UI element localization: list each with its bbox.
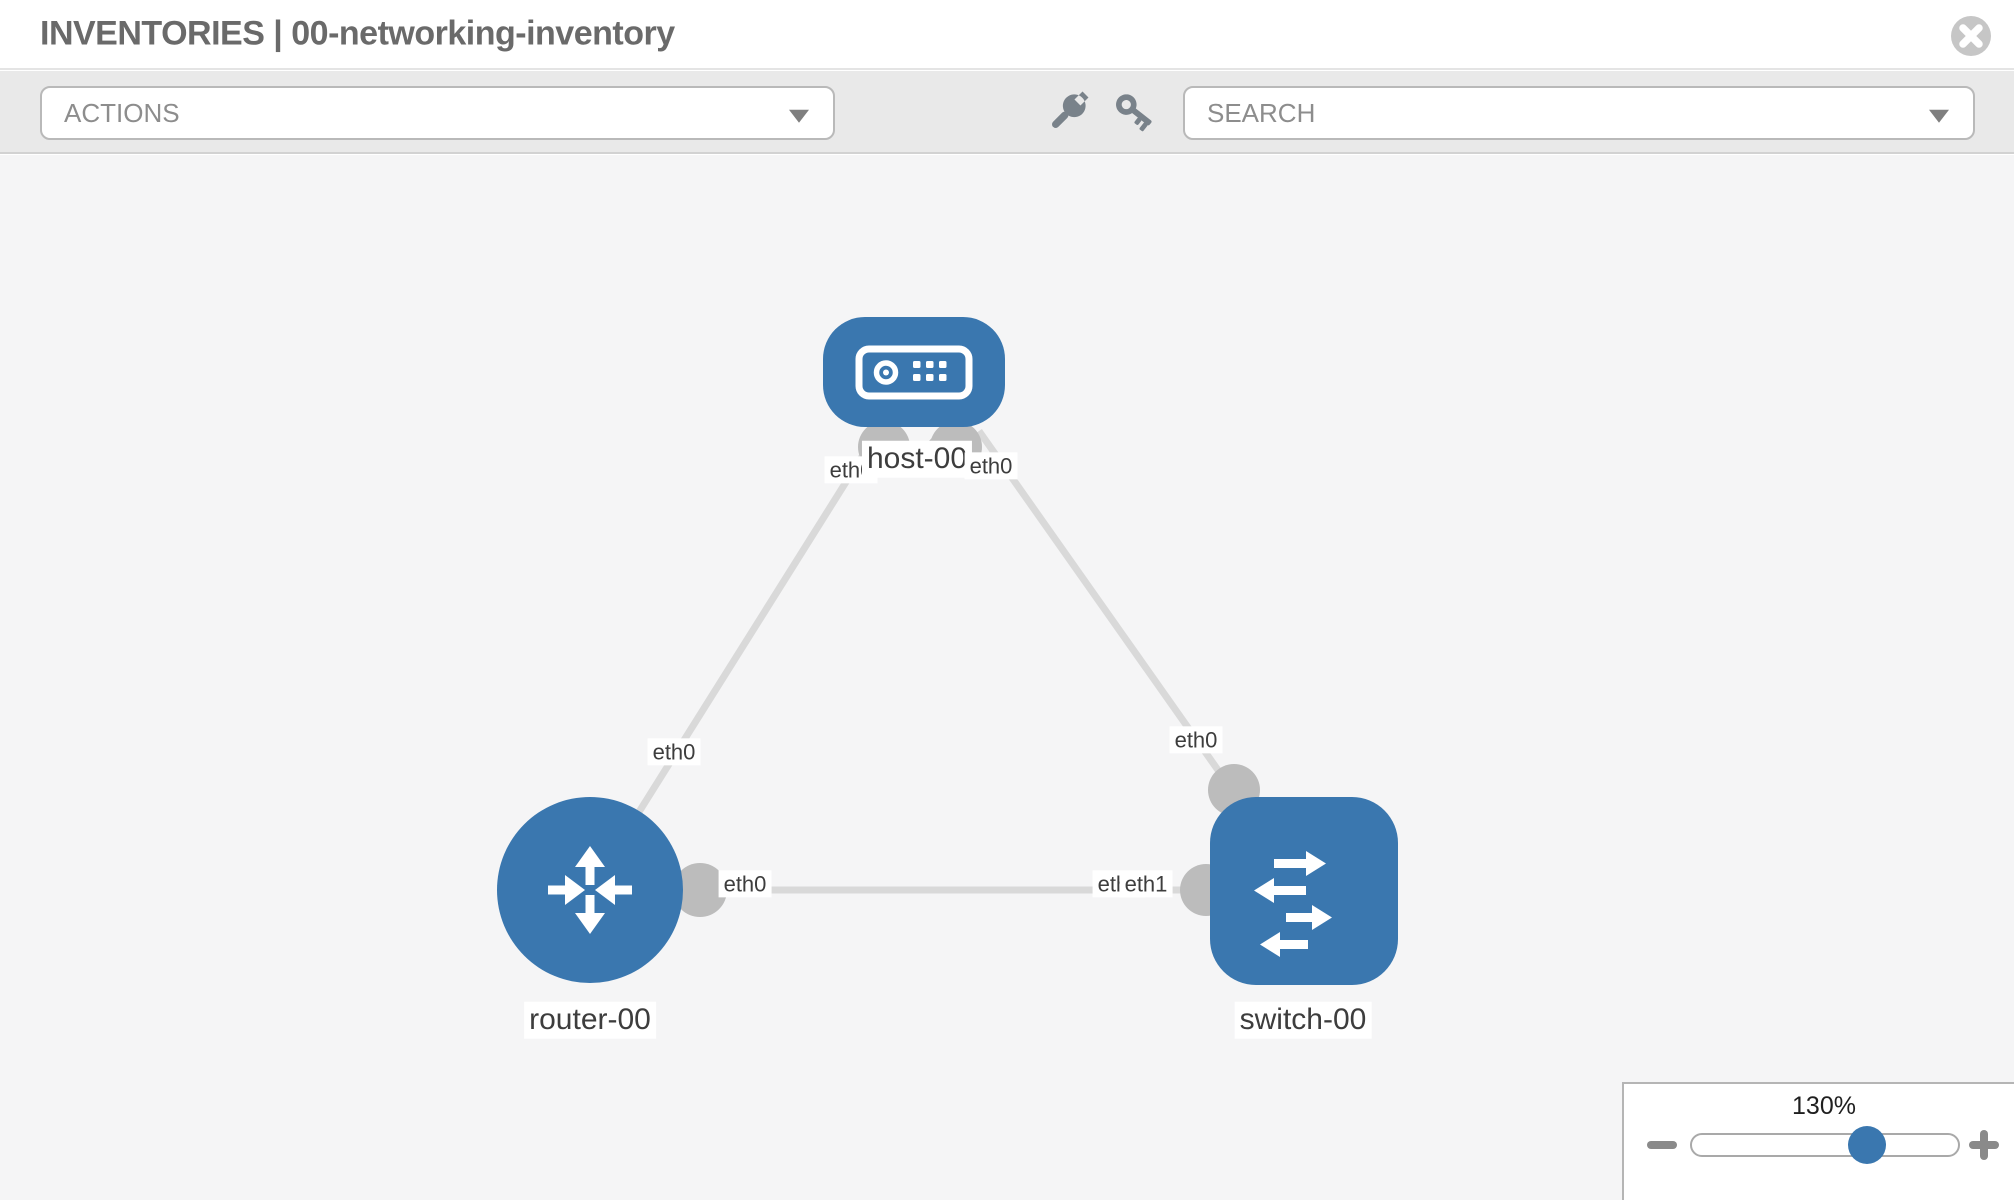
minus-icon (1647, 1141, 1677, 1149)
link-endpoint (673, 863, 727, 917)
interface-label-router-top: eth0 (647, 738, 701, 766)
wrench-icon (1052, 91, 1089, 128)
configure-button[interactable] (1046, 90, 1090, 134)
search-dropdown[interactable]: SEARCH (1183, 86, 1975, 140)
interface-label-host-right: eth0 (964, 452, 1018, 480)
node-label-switch: switch-00 (1234, 1001, 1372, 1039)
close-icon (1951, 16, 1991, 56)
chevron-down-icon (1929, 109, 1949, 123)
switch-icon (1254, 851, 1332, 957)
node-router-00[interactable] (497, 797, 683, 983)
zoom-in-button[interactable] (1966, 1127, 2002, 1163)
host-icon (855, 345, 973, 400)
close-button[interactable] (1950, 15, 1992, 57)
actions-dropdown[interactable]: ACTIONS (40, 86, 835, 140)
header-bar: INVENTORIES | 00-networking-inventory (0, 0, 2014, 70)
actions-dropdown-label: ACTIONS (64, 97, 180, 128)
router-icon (548, 846, 632, 934)
zoom-panel: 130% (1622, 1082, 2014, 1200)
node-switch-00[interactable] (1210, 797, 1398, 985)
interface-label-switch-top: eth0 (1169, 726, 1223, 754)
interface-label-router-right: eth0 (718, 870, 772, 898)
node-label-host: host-00 (861, 440, 973, 478)
key-icon (1116, 93, 1152, 131)
topology-canvas[interactable]: eth0 host-00 eth0 eth0 eth0 eth0 eth0 et… (0, 155, 2014, 1200)
chevron-down-icon (789, 109, 809, 123)
page-title: INVENTORIES | 00-networking-inventory (40, 14, 675, 53)
zoom-slider-handle[interactable] (1848, 1126, 1886, 1164)
topology-graph (497, 317, 1398, 985)
search-dropdown-label: SEARCH (1207, 97, 1316, 128)
zoom-percent: 130% (1792, 1092, 1856, 1120)
toolbar: ACTIONS SEARCH (0, 71, 2014, 154)
interface-label-switch-left-front: eth1 (1119, 870, 1173, 898)
credentials-button[interactable] (1112, 90, 1156, 134)
node-label-router: router-00 (524, 1001, 656, 1039)
zoom-out-button[interactable] (1644, 1127, 1680, 1163)
plus-icon (1969, 1130, 1999, 1160)
zoom-slider-track[interactable] (1690, 1133, 1960, 1157)
node-host-00[interactable] (823, 317, 1005, 427)
